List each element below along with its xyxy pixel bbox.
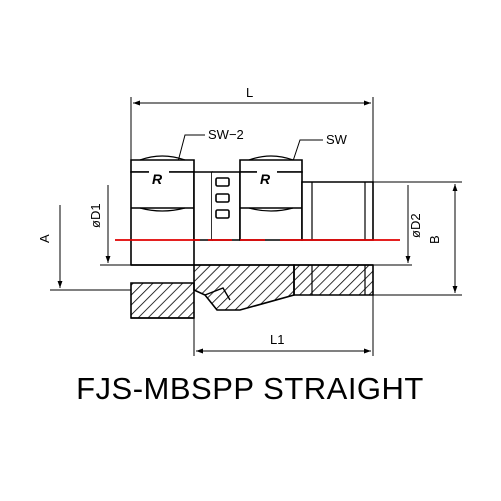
slot-3 — [215, 209, 230, 219]
logo-text-right: R — [260, 171, 271, 187]
brand-logo-left: R — [149, 169, 169, 187]
brand-logo-right: R — [257, 169, 277, 187]
slot-2 — [215, 193, 230, 203]
slot-1 — [215, 177, 230, 187]
male-thread-end — [293, 181, 374, 296]
drawing-title: FJS-MBSPP STRAIGHT — [76, 371, 424, 406]
dimension-B: B — [373, 181, 462, 296]
label-SW-2: SW−2 — [208, 127, 244, 142]
label-L: L — [246, 85, 253, 100]
label-A: A — [37, 234, 52, 243]
logo-text-left: R — [152, 171, 163, 187]
label-D1: øD1 — [88, 203, 103, 228]
right-hex-nut — [239, 155, 303, 241]
dimension-L1: L1 — [193, 295, 374, 356]
label-D2: øD2 — [408, 213, 423, 238]
dimension-L: L — [130, 85, 374, 182]
label-SW: SW — [326, 132, 348, 147]
dimension-D1: øD1 — [88, 185, 131, 266]
label-L1: L1 — [270, 332, 284, 347]
label-B: B — [427, 235, 442, 244]
dimension-A: A — [37, 205, 131, 291]
dimension-D2: øD2 — [373, 185, 423, 266]
